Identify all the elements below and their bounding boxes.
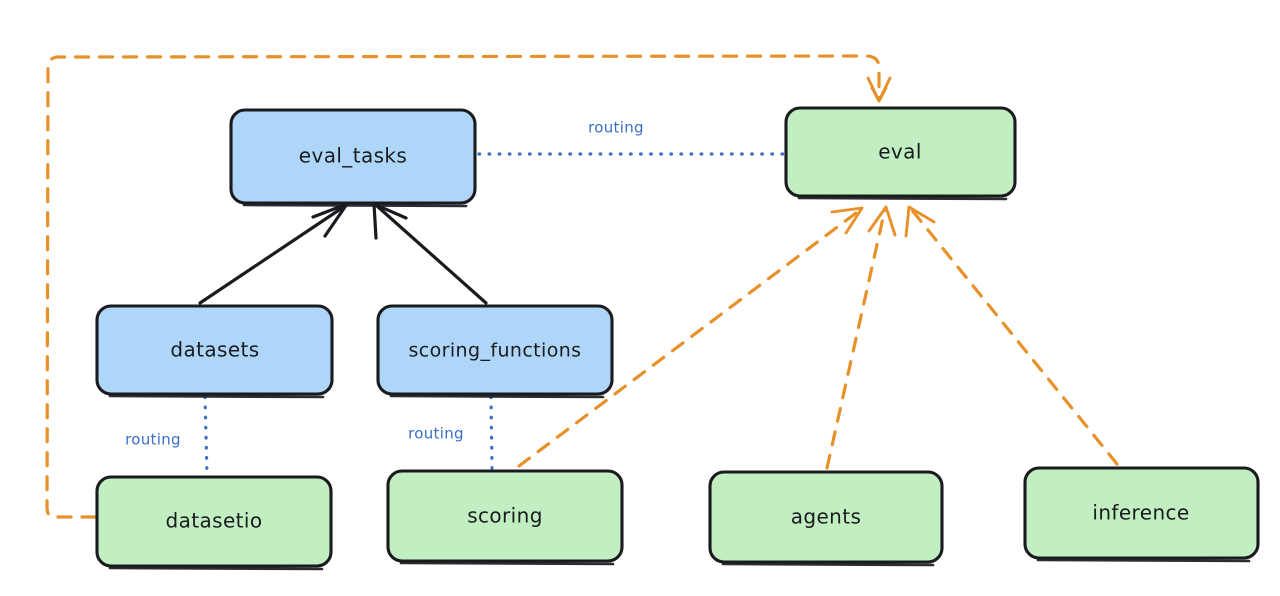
edge-label-routing-datasets: routing [125,431,181,449]
node-datasetio-label: datasetio [165,509,262,533]
node-inference[interactable]: inference [1023,466,1260,563]
node-agents-label: agents [791,505,862,529]
edge-label-routing-scoring-functions: routing [408,425,464,443]
edge-datasetio-to-eval [45,54,892,519]
edge-datasets-to-eval_tasks [198,202,349,305]
edge-inference-to-eval [904,205,1119,466]
node-inference-shape [1023,466,1260,560]
node-datasetio-shape [95,475,333,568]
node-eval-shape [784,106,1017,198]
edge-scoring_functions-to-scoring [489,395,494,470]
node-eval-label: eval [878,140,922,164]
node-datasets-label: datasets [170,338,259,362]
edge-agents-to-eval [825,205,897,470]
edge-scoring-to-eval [517,206,864,468]
edge-group-dashed-provider [45,54,1119,519]
edge-datasets-to-datasetio [203,395,209,476]
node-scoring[interactable]: scoring [386,469,624,566]
node-datasetio[interactable]: datasetio [95,475,333,571]
edge-group-solid-api [198,202,488,305]
node-datasets[interactable]: datasets [95,304,334,399]
edge-label-routing-eval-tasks-eval: routing [588,119,644,137]
node-scoring-shape [386,469,624,563]
node-eval[interactable]: eval [784,106,1017,201]
node-eval_tasks-shape [229,108,477,205]
node-eval_tasks-label: eval_tasks [299,144,407,168]
node-datasets-shape [95,304,334,396]
edge-group-dotted-routing [203,152,786,476]
edge-scoring_functions-to-eval_tasks [372,202,488,305]
node-scoring-label: scoring [467,504,543,528]
node-agents[interactable]: agents [708,470,944,567]
node-scoring_functions-label: scoring_functions [409,340,582,362]
node-scoring_functions-shape [376,304,614,396]
node-scoring_functions[interactable]: scoring_functions [376,304,614,399]
node-agents-shape [708,470,944,564]
node-inference-label: inference [1092,501,1189,525]
node-eval_tasks[interactable]: eval_tasks [229,108,477,208]
